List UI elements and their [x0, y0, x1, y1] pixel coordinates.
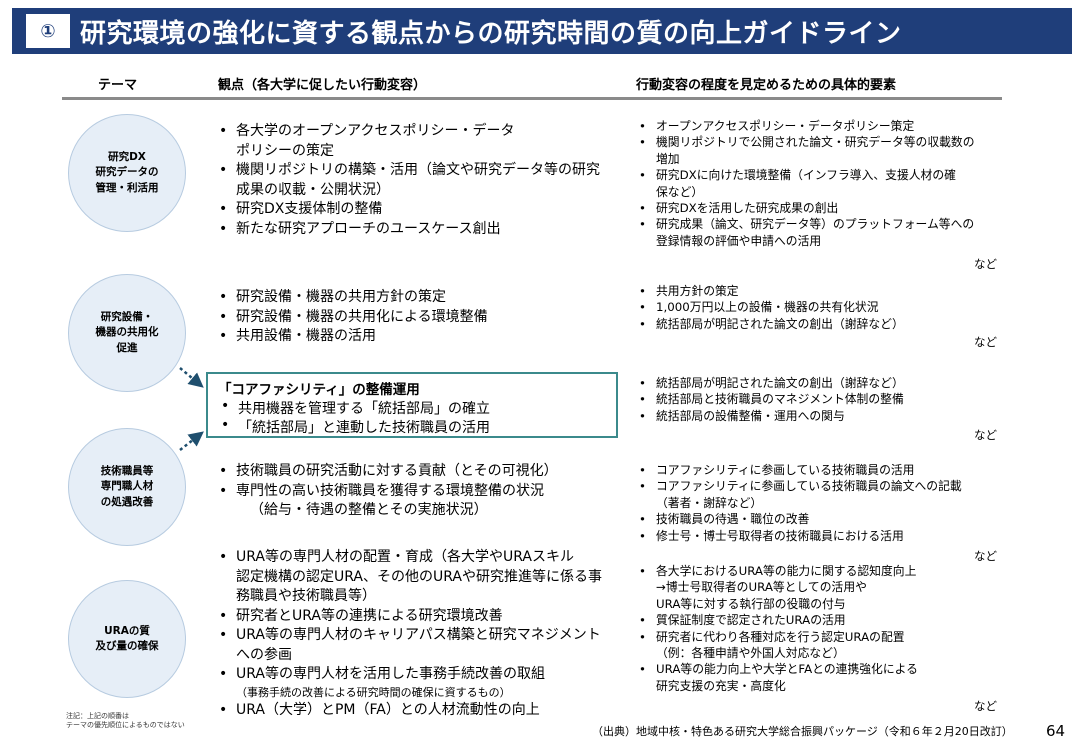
list-item-cont: 成果の収載・公開状況） — [236, 181, 390, 198]
nado-label: など — [974, 257, 997, 271]
footnote-line: テーマの優先順位によるものではない — [66, 721, 185, 729]
nado-label: など — [974, 549, 997, 563]
viewpoint-list-dx: 各大学のオープンアクセスポリシー・データ ポリシーの策定 機関リポジトリの構築・… — [214, 122, 614, 239]
list-item: 共用設備・機器の活用 — [214, 327, 614, 347]
theme-circle-ura: URAの質 及び量の確保 — [68, 580, 186, 698]
element-item: 1,000万円以上の設備・機器の共有化状況 — [636, 299, 1001, 316]
element-list-equipment: 共用方針の策定1,000万円以上の設備・機器の共有化状況統括部局が明記された論文… — [636, 283, 1001, 333]
list-item-cont: への参画 — [236, 646, 292, 663]
element-item: 統括部局と技術職員のマネジメント体制の整備 — [636, 391, 1001, 408]
section-badge: ① — [26, 14, 70, 48]
element-list-core: 統括部局が明記された論文の創出（謝辞など）統括部局と技術職員のマネジメント体制の… — [636, 375, 1001, 425]
list-item: 機関リポジトリの構築・活用（論文や研究データ等の研究 — [214, 161, 614, 181]
element-item-cont: （例：各種申請や外国人対応など） — [656, 646, 845, 661]
element-item: 各大学におけるURA等の能力に関する認知度向上 — [636, 563, 1001, 580]
theme-label: 専門職人材 — [100, 480, 154, 493]
header-divider — [62, 97, 1002, 100]
core-facility-title: 「コアファシリティ」の整備運用 — [218, 382, 420, 398]
element-item-cont: 登録情報の評価や申請への活用 — [656, 233, 822, 248]
source-citation: （出典）地域中核・特色ある研究大学総合振興パッケージ（令和６年２月20日改訂） — [592, 725, 1013, 738]
element-item: 研究DXを活用した研究成果の創出 — [636, 200, 1001, 217]
theme-label: 促進 — [116, 341, 138, 354]
page-number: 64 — [1046, 722, 1066, 740]
element-item: コアファシリティに参画している技術職員の論文への記載 — [636, 478, 1001, 495]
list-item: 「統括部局」と連動した技術職員の活用 — [216, 417, 490, 437]
element-item: オープンアクセスポリシー・データポリシー策定 — [636, 118, 1001, 135]
column-header-theme: テーマ — [98, 78, 138, 93]
nado-label: など — [974, 699, 997, 713]
element-item: 研究DXに向けた環境整備（インフラ導入、支援人材の確 — [636, 167, 1001, 184]
list-item-cont: 認定機構の認定URA、その他のURAや研究推進等に係る事務職員や技術職員等） — [236, 568, 602, 605]
theme-label: URAの質 — [104, 624, 150, 637]
theme-label: 研究データの — [95, 166, 159, 179]
viewpoint-list-ura: URA等の専門人材の配置・育成（各大学やURAスキル 認定機構の認定URA、その… — [214, 548, 610, 720]
theme-label: 研究設備・ — [100, 311, 154, 324]
list-item: 技術職員の研究活動に対する貢献（とその可視化） — [214, 462, 614, 482]
title-bar: ① 研究環境の強化に資する観点からの研究時間の質の向上ガイドライン — [12, 8, 1072, 54]
element-item: 共用方針の策定 — [636, 283, 1001, 300]
element-list-dx: オープンアクセスポリシー・データポリシー策定機関リポジトリで公開された論文・研究… — [636, 118, 1001, 249]
element-item-cont: 保など） — [656, 184, 704, 199]
element-list-ura: 各大学におけるURA等の能力に関する認知度向上→博士号取得者のURA等としての活… — [636, 563, 1001, 694]
element-list-staff: コアファシリティに参画している技術職員の活用コアファシリティに参画している技術職… — [636, 462, 1001, 544]
element-item: 統括部局が明記された論文の創出（謝辞など） — [636, 375, 1001, 392]
viewpoint-list-staff: 技術職員の研究活動に対する貢献（とその可視化） 専門性の高い技術職員を獲得する環… — [214, 462, 614, 521]
list-item: URA等の専門人材の配置・育成（各大学やURAスキル — [214, 548, 610, 568]
list-item: 研究設備・機器の共用方針の策定 — [214, 288, 614, 308]
list-item: 各大学のオープンアクセスポリシー・データ — [214, 122, 614, 142]
arrow-staff-to-core — [179, 431, 204, 451]
element-item-cont: URA等に対する執行部の役職の付与 — [656, 596, 846, 611]
nado-label: など — [974, 428, 997, 442]
theme-label: の処遇改善 — [100, 495, 154, 508]
list-item-cont: （給与・待遇の整備とその実施状況） — [250, 502, 488, 518]
element-item: 研究者に代わり各種対応を行う認定URAの配置 — [636, 629, 1001, 646]
page-title: 研究環境の強化に資する観点からの研究時間の質の向上ガイドライン — [80, 18, 902, 49]
theme-circle-equipment: 研究設備・ 機器の共用化 促進 — [68, 274, 186, 392]
nado-label: など — [974, 335, 997, 349]
element-item: コアファシリティに参画している技術職員の活用 — [636, 462, 1001, 479]
element-item-cont: （著者・謝辞など） — [656, 495, 763, 510]
theme-circle-staff: 技術職員等 専門職人材 の処遇改善 — [68, 428, 186, 546]
list-item: URA等の専門人材を活用した事務手続改善の取組 — [214, 665, 610, 685]
list-item-note: （事務手続の改善による研究時間の確保に資するもの） — [236, 685, 511, 699]
element-item: 質保証制度で認定されたURAの活用 — [636, 612, 1001, 629]
element-item-cont: 増加 — [656, 151, 680, 166]
footnote: 注記：上記の順番は テーマの優先順位によるものではない — [66, 712, 185, 730]
element-item: URA等の能力向上や大学とFAとの連携強化による — [636, 661, 1001, 678]
theme-label: 技術職員等 — [100, 465, 154, 478]
element-item: 機関リポジトリで公開された論文・研究データ等の収載数の — [636, 134, 1001, 151]
column-header-elements: 行動変容の程度を見定めるための具体的要素 — [636, 78, 897, 93]
list-item: URA等の専門人材のキャリアパス構築と研究マネジメント — [214, 626, 610, 646]
element-item: 修士号・博士号取得者の技術職員における活用 — [636, 528, 1001, 545]
list-item: 研究DX支援体制の整備 — [214, 200, 614, 220]
list-item: URA（大学）とPM（FA）との人材流動性の向上 — [214, 701, 610, 721]
list-item-cont: ポリシーの策定 — [236, 142, 334, 159]
list-item: 専門性の高い技術職員を獲得する環境整備の状況 — [214, 482, 614, 502]
element-item-cont: 研究支援の充実・高度化 — [656, 678, 786, 693]
core-facility-box: 「コアファシリティ」の整備運用 共用機器を管理する「統括部局」の確立 「統括部局… — [206, 372, 618, 438]
theme-circle-dx: 研究DX 研究データの 管理・利活用 — [68, 114, 186, 232]
theme-label: 及び量の確保 — [95, 640, 159, 652]
column-header-viewpoint: 観点（各大学に促したい行動変容） — [218, 78, 427, 93]
element-item: 技術職員の待遇・職位の改善 — [636, 511, 1001, 528]
element-item-cont: →博士号取得者のURA等としての活用や — [656, 580, 867, 595]
theme-label: 研究DX — [108, 151, 146, 164]
list-item: 研究設備・機器の共用化による環境整備 — [214, 308, 614, 328]
list-item: 新たな研究アプローチのユースケース創出 — [214, 220, 614, 240]
list-item: 共用機器を管理する「統括部局」の確立 — [216, 398, 490, 418]
element-item: 研究成果（論文、研究データ等）のプラットフォーム等への — [636, 216, 1001, 233]
list-item: 研究者とURA等の連携による研究環境改善 — [214, 607, 610, 627]
viewpoint-list-equipment: 研究設備・機器の共用方針の策定 研究設備・機器の共用化による環境整備 共用設備・… — [214, 288, 614, 347]
element-item: 統括部局が明記された論文の創出（謝辞など） — [636, 316, 1001, 333]
theme-label: 機器の共用化 — [95, 326, 159, 339]
element-item: 統括部局の設備整備・運用への関与 — [636, 408, 1001, 425]
footnote-line: 注記：上記の順番は — [66, 712, 129, 720]
arrow-equipment-to-core — [179, 367, 204, 388]
theme-label: 管理・利活用 — [95, 181, 159, 194]
